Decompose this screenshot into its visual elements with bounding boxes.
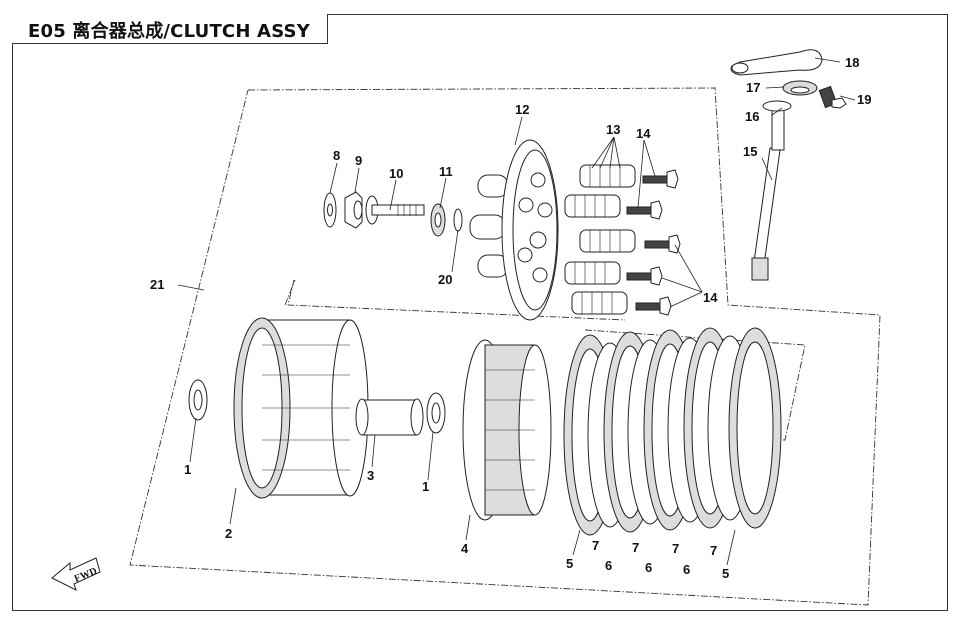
- sleeve-3: [355, 398, 424, 436]
- callout-9: 9: [355, 153, 362, 168]
- bearing-11: [430, 203, 446, 237]
- callout-7-d: 7: [710, 543, 717, 558]
- push-rod-10: [365, 195, 425, 225]
- callout-21: 21: [150, 277, 164, 292]
- callout-6-a: 6: [605, 558, 612, 573]
- washer-16: [762, 100, 792, 112]
- callout-4: 4: [461, 541, 469, 556]
- bolt-19: [818, 85, 847, 109]
- callout-14-bottom: 14: [703, 290, 718, 305]
- callout-15: 15: [743, 144, 757, 159]
- release-lever-18: [730, 49, 823, 76]
- callout-5-left: 5: [566, 556, 573, 571]
- diagram-title: E05 离合器总成/CLUTCH ASSY: [28, 21, 310, 42]
- callout-2: 2: [225, 526, 232, 541]
- lock-washer-8: [323, 192, 337, 228]
- callout-3: 3: [367, 468, 374, 483]
- assembly-boundary-21: [129, 87, 881, 606]
- callout-13: 13: [606, 122, 620, 137]
- callout-19: 19: [857, 92, 871, 107]
- callout-8: 8: [333, 148, 340, 163]
- callout-1-right: 1: [422, 479, 429, 494]
- springs-13: [564, 164, 636, 315]
- pressure-plate-group-boundary-line: [287, 279, 626, 321]
- oil-seal-17: [782, 80, 818, 96]
- clutch-center-4: [462, 339, 552, 521]
- callout-12: 12: [515, 102, 529, 117]
- callout-5-right: 5: [722, 566, 729, 581]
- title-box: [12, 14, 328, 44]
- callout-16: 16: [745, 109, 759, 124]
- callout-10: 10: [389, 166, 403, 181]
- drawing-frame: [12, 14, 948, 611]
- callout-7-a: 7: [592, 538, 599, 553]
- callout-6-c: 6: [683, 562, 690, 577]
- callout-labels: 21 1 2 3 1 4 5 7 6 7 6 7 6 7 5 8 9 10 11…: [150, 55, 871, 581]
- fwd-arrow-icon: FWD: [51, 557, 101, 591]
- callout-6-b: 6: [645, 560, 652, 575]
- washer-1-left: [188, 379, 208, 421]
- callout-14-top: 14: [636, 126, 651, 141]
- clutch-plates: [563, 327, 782, 536]
- nut-9: [344, 191, 363, 229]
- callout-11: 11: [439, 164, 453, 179]
- callout-1-left: 1: [184, 462, 191, 477]
- callout-7-c: 7: [672, 541, 679, 556]
- clutch-housing-2: [233, 317, 369, 499]
- callout-20: 20: [438, 272, 452, 287]
- washer-1-right: [426, 392, 446, 434]
- bolts-14: [626, 169, 681, 316]
- leader-lines: [177, 57, 856, 566]
- callout-7-b: 7: [632, 540, 639, 555]
- callout-17: 17: [746, 80, 760, 95]
- pressure-plate-12: [469, 139, 559, 321]
- callout-18: 18: [845, 55, 859, 70]
- washer-20: [453, 208, 463, 232]
- release-shaft-15: [751, 107, 785, 281]
